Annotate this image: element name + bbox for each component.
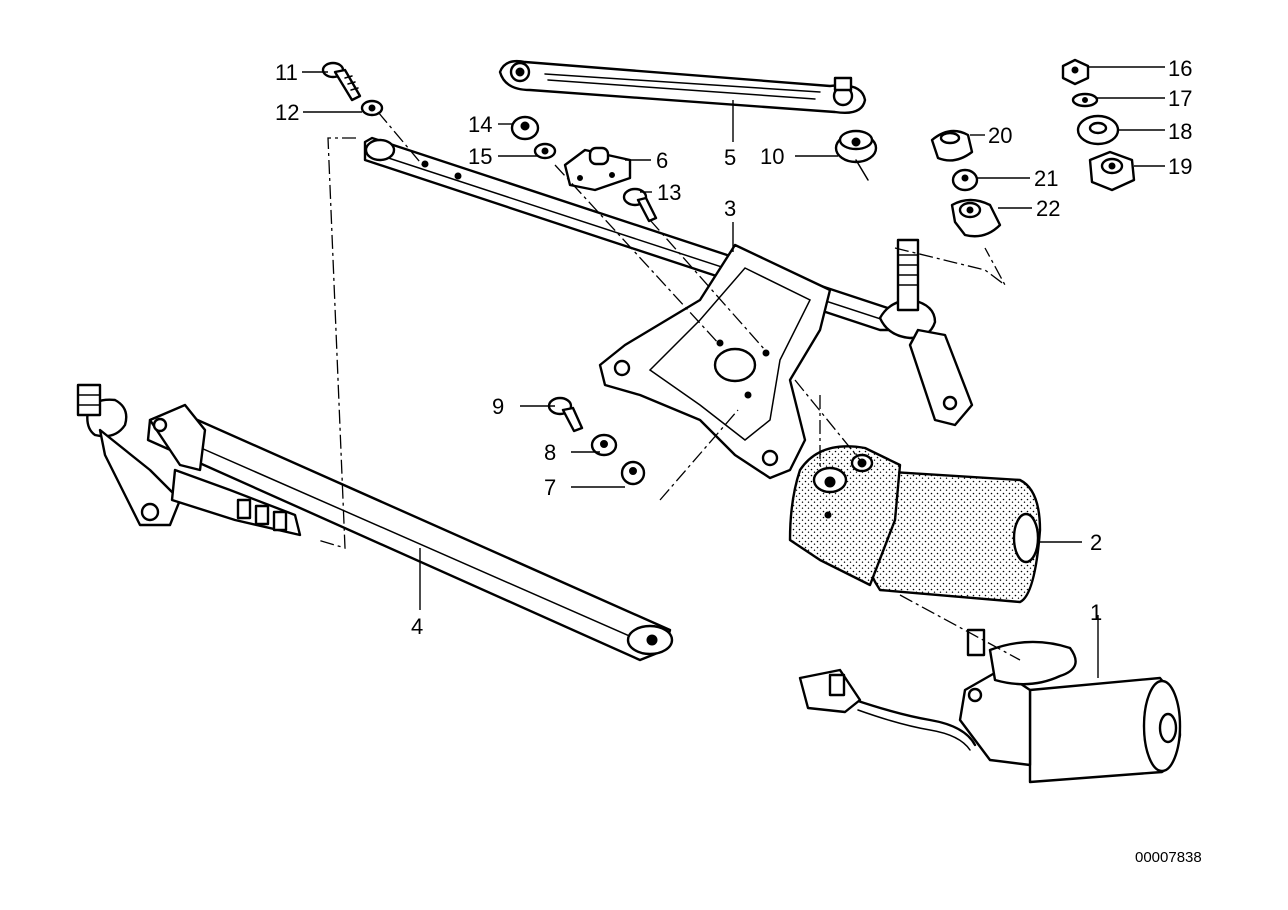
callout-17: 17	[1168, 86, 1192, 111]
part-12-washer	[360, 99, 384, 117]
callout-2: 2	[1090, 530, 1102, 555]
callout-5: 5	[724, 145, 736, 170]
part-7-nut	[620, 460, 646, 486]
callout-labels: 1 2 3 4 5 6 7 8 9 10 11 12 13 14 15 16 1…	[275, 56, 1192, 639]
callout-10: 10	[760, 144, 784, 169]
part-16-nut	[1061, 58, 1090, 86]
callout-3: 3	[724, 196, 736, 221]
part-10-bushing	[834, 129, 878, 181]
part-8-spacer	[590, 433, 618, 457]
callout-7: 7	[544, 475, 556, 500]
callout-9: 9	[492, 394, 504, 419]
callout-12: 12	[275, 100, 299, 125]
callout-1: 1	[1090, 600, 1102, 625]
callout-11: 11	[275, 60, 298, 85]
callout-4: 4	[411, 614, 423, 639]
part-21-nut	[951, 168, 979, 192]
callout-8: 8	[544, 440, 556, 465]
catalog-number: 00007838	[1135, 849, 1202, 866]
part-22-grommet	[950, 198, 1002, 238]
part-3-wiper-frame	[363, 136, 974, 480]
callout-19: 19	[1168, 154, 1192, 179]
callout-14: 14	[468, 112, 492, 137]
part-15-washer	[533, 142, 557, 160]
callout-22: 22	[1036, 196, 1060, 221]
callout-13: 13	[657, 180, 681, 205]
callout-6: 6	[656, 148, 668, 173]
part-9-bolt	[547, 396, 584, 433]
part-17-washer	[1071, 92, 1099, 108]
part-11-bolt	[321, 61, 362, 102]
callout-21: 21	[1034, 166, 1058, 191]
callout-20: 20	[988, 123, 1012, 148]
part-4-push-rod	[76, 383, 674, 662]
part-2-wiper-motor	[788, 445, 1042, 604]
part-5-connecting-rod	[498, 59, 867, 114]
part-6-bracket	[563, 146, 632, 192]
callout-15: 15	[468, 144, 492, 169]
part-20-washer	[930, 129, 974, 162]
part-18-washer	[1076, 114, 1120, 146]
callout-leaders	[302, 66, 1165, 678]
callout-16: 16	[1168, 56, 1192, 81]
part-13-bolt	[622, 187, 658, 223]
part-14-nut	[510, 115, 540, 141]
part-19-nut	[1088, 150, 1136, 192]
callout-18: 18	[1168, 119, 1192, 144]
assembly-lines	[317, 111, 1021, 661]
part-1-motor-with-connector	[798, 628, 1182, 784]
